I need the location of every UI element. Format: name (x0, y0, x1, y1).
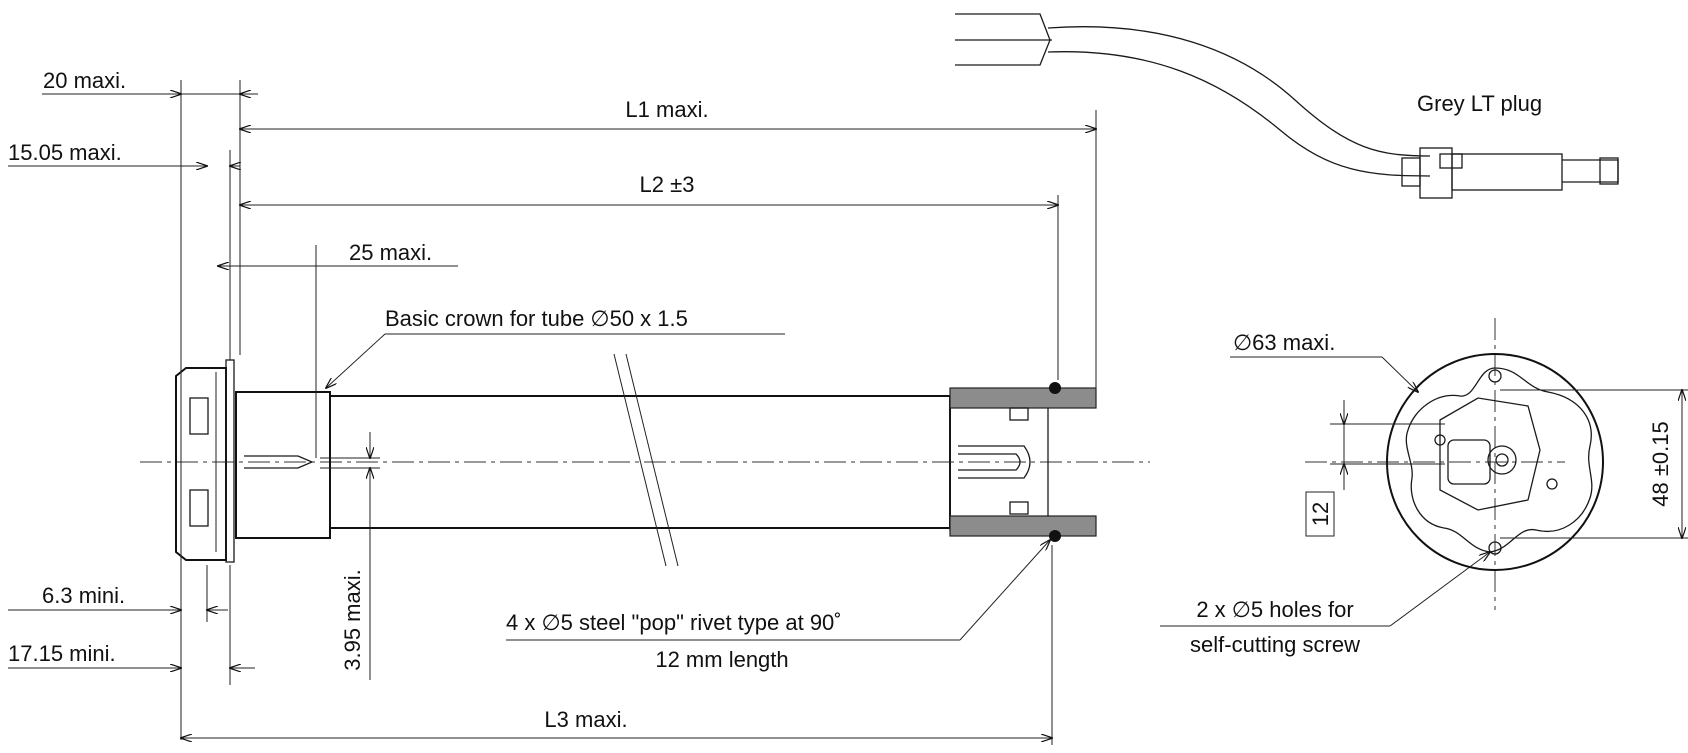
rivet-bottom (1049, 530, 1061, 542)
rivet-top (1049, 382, 1061, 394)
dim-6-3-label: 6.3 mini. (42, 583, 125, 608)
plug-icon (1401, 147, 1619, 199)
cable-upper (1047, 26, 1431, 157)
dim-l2-label: L2 ±3 (640, 172, 695, 197)
drive-adapter-bottom (949, 515, 1097, 537)
end-view-center-hole (1487, 445, 1517, 475)
dim-15-label: 15.05 maxi. (8, 140, 122, 165)
rivet-length-label: 12 mm length (655, 647, 788, 672)
head-flange (175, 367, 227, 561)
head-slot-top (189, 397, 209, 435)
end-view-center-hole-inner (1495, 453, 1509, 467)
dim-20-label: 20 maxi. (43, 68, 126, 93)
end-view-connector (1447, 439, 1491, 485)
drive-spring-inner (958, 453, 1021, 471)
wire (955, 39, 1051, 66)
drive-clip-top (1009, 407, 1029, 421)
dim-25-label: 25 maxi. (349, 240, 432, 265)
dim-3-95-label: 3.95 maxi. (340, 569, 365, 671)
motor-side-view (140, 353, 1150, 567)
end-view-adapter-lobes (1405, 367, 1593, 553)
end-view-head-plate (1439, 397, 1541, 511)
end-view-screw-hole-bottom (1488, 541, 1502, 555)
holes-label: 2 x ∅5 holes for (1196, 597, 1353, 622)
cable-lower (1047, 51, 1431, 177)
holes-screw-label: self-cutting screw (1190, 632, 1360, 657)
motor-end-view (1305, 318, 1604, 610)
end-view-screw-hole-top (1488, 369, 1502, 383)
dim-63-label: ∅63 maxi. (1233, 330, 1335, 355)
wire (955, 13, 1051, 41)
dim-48-label: 48 ±0.15 (1648, 421, 1673, 506)
break-line (613, 353, 667, 567)
plug-label: Grey LT plug (1417, 91, 1542, 116)
drive-clip-bottom (1009, 501, 1029, 515)
drive-body (949, 401, 1049, 531)
end-view-small-hole (1546, 478, 1558, 490)
head-slot-bottom (189, 489, 209, 527)
dim-12-label: 12 (1308, 502, 1333, 526)
crown-label: Basic crown for tube ∅50 x 1.5 (385, 306, 688, 331)
drive-adapter-top (949, 387, 1097, 409)
break-line (625, 353, 679, 567)
cable-and-plug (955, 13, 1619, 199)
end-view-outline (1386, 353, 1604, 571)
axle (244, 455, 314, 469)
dimension-lines (8, 80, 1688, 745)
dim-17-label: 17.15 mini. (8, 641, 116, 666)
head-plate (225, 359, 235, 563)
dim-l3-label: L3 maxi. (544, 707, 627, 732)
dim-l1-label: L1 maxi. (625, 97, 708, 122)
dim-12-box (1305, 491, 1335, 537)
drive-spring (958, 445, 1031, 479)
rivet-label: 4 x ∅5 steel "pop" rivet type at 90˚ (506, 610, 842, 635)
labels: 20 maxi. 15.05 maxi. L1 maxi. L2 ±3 25 m… (8, 68, 1673, 732)
end-view-small-hole (1434, 434, 1446, 446)
